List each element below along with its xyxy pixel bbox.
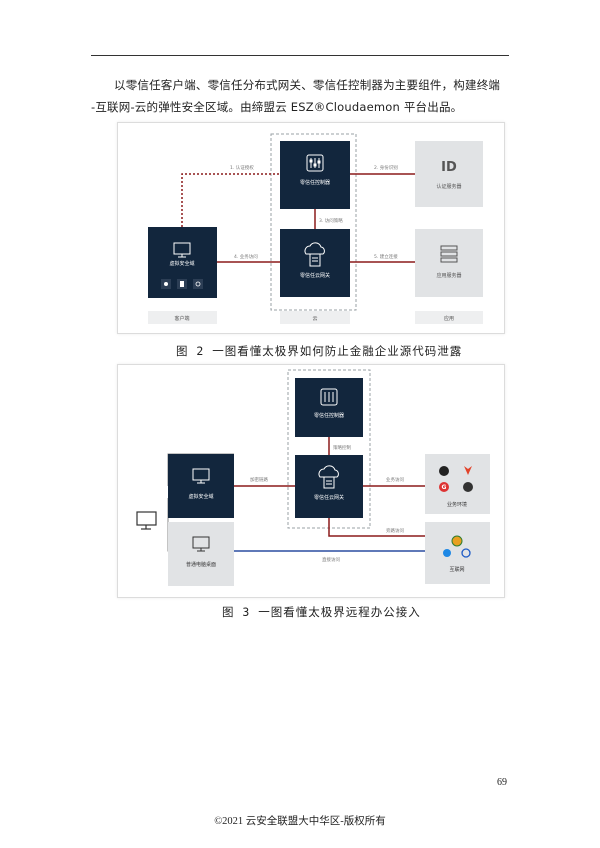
figure-2-diagram: 1. 认证授权 2. 身份识别 3. 访问策略 4. 业务访问 5. 建立连接 … — [117, 122, 505, 334]
edge-label-bypass: 旁路访问 — [386, 527, 404, 534]
figure-3-diagram: 策略控制 加密链路 业务访问 旁路访问 直接访问 零信任控制器 零信任云网关 — [117, 364, 505, 598]
controller-node — [295, 378, 363, 437]
column-client-label: 客户端 — [174, 315, 189, 322]
edge-label-1: 1. 认证授权 — [230, 164, 254, 171]
controller-node — [280, 141, 350, 209]
figure-2-caption: 图 2 一图看懂太极界如何防止金融企业源代码泄露 — [176, 344, 463, 358]
figure-3-caption: 图 3 一图看懂太极界远程办公接入 — [222, 605, 421, 619]
linux-icon — [193, 279, 203, 289]
server-rack-icon — [440, 245, 458, 263]
terminal-label: 虚拟安全域 — [169, 260, 194, 267]
paragraph-line-2: -互联网-云的弹性安全区域。由缔盟云 ESZ®Cloudaemon 平台出品。 — [91, 100, 463, 114]
edge-label-2: 2. 身份识别 — [374, 164, 398, 171]
column-app — [415, 311, 483, 324]
cloud-gateway-icon — [318, 465, 339, 489]
secure-domain-node — [168, 454, 234, 518]
app-server-node — [415, 229, 483, 297]
column-cloud-label: 云 — [312, 316, 317, 322]
apple-icon-glyph — [164, 282, 168, 286]
link-bypass-access — [328, 518, 425, 537]
edge-label-encrypted: 加密链路 — [250, 476, 268, 483]
controller-label: 零信任控制器 — [314, 412, 344, 419]
paragraph-line-1: 以零信任客户端、零信任分布式网关、零信任控制器为主要组件，构建终端 — [114, 78, 501, 92]
edge-label-5: 5. 建立连接 — [374, 253, 398, 260]
normal-desktop-node — [168, 522, 234, 586]
auth-server-node — [415, 141, 483, 207]
monitor-icon — [173, 242, 191, 258]
edge-label-4: 4. 业务访问 — [234, 253, 258, 260]
app-server-label: 应用服务器 — [436, 272, 461, 279]
sliders-icon — [306, 154, 324, 172]
header-rule — [91, 55, 509, 56]
windows-icon-glyph — [180, 281, 184, 287]
monitor-icon — [192, 536, 210, 552]
g-logo-icon — [439, 482, 449, 492]
g-logo-letter: G — [442, 484, 447, 491]
gitlab-icon — [464, 466, 472, 475]
page-number: 69 — [497, 777, 507, 788]
ie-icon — [461, 548, 471, 558]
footer-copyright: ©2021 云安全联盟大中华区-版权所有 — [214, 816, 386, 827]
jenkins-icon — [463, 482, 473, 492]
edge-label-business: 业务访问 — [386, 476, 404, 483]
edge-label-policy: 策略控制 — [333, 444, 351, 451]
monitor-icon — [192, 468, 210, 484]
column-cloud — [280, 311, 350, 324]
gateway-node — [295, 455, 363, 518]
edge-label-direct: 直接访问 — [322, 556, 340, 563]
controller-label: 零信任控制器 — [300, 179, 330, 186]
cloud-gateway-icon — [304, 242, 325, 267]
linux-icon-glyph — [195, 281, 201, 287]
edge-browser-icon — [443, 549, 451, 557]
pc-icon — [136, 511, 157, 530]
gateway-node — [280, 229, 350, 297]
id-icon: ID — [441, 160, 457, 175]
figure-2-svg: 1. 认证授权 2. 身份识别 3. 访问策略 4. 业务访问 5. 建立连接 … — [148, 133, 483, 324]
business-env-label: 业务环境 — [447, 501, 467, 508]
intro-paragraph: 以零信任客户端、零信任分布式网关、零信任控制器为主要组件，构建终端 -互联网-云… — [91, 74, 516, 118]
sliders-icon — [320, 388, 338, 406]
internet-node — [425, 522, 490, 584]
internet-label: 互联网 — [449, 566, 464, 573]
link-auth — [181, 173, 280, 227]
business-env-node — [425, 454, 490, 514]
auth-server-label: 认证服务器 — [436, 183, 461, 190]
github-icon — [439, 466, 449, 476]
column-app-label: 应用 — [444, 315, 454, 322]
cloud-zone — [270, 133, 357, 311]
gateway-label: 零信任云网关 — [314, 494, 344, 501]
gateway-label: 零信任云网关 — [300, 272, 330, 279]
chrome-icon — [451, 535, 463, 547]
edge-label-3: 3. 访问策略 — [319, 217, 343, 224]
normal-desktop-label: 普通电脑桌面 — [186, 561, 216, 568]
secure-domain-label: 虚拟安全域 — [188, 493, 213, 500]
figure-3-svg: 策略控制 加密链路 业务访问 旁路访问 直接访问 零信任控制器 零信任云网关 — [136, 369, 490, 586]
column-client — [148, 311, 217, 324]
